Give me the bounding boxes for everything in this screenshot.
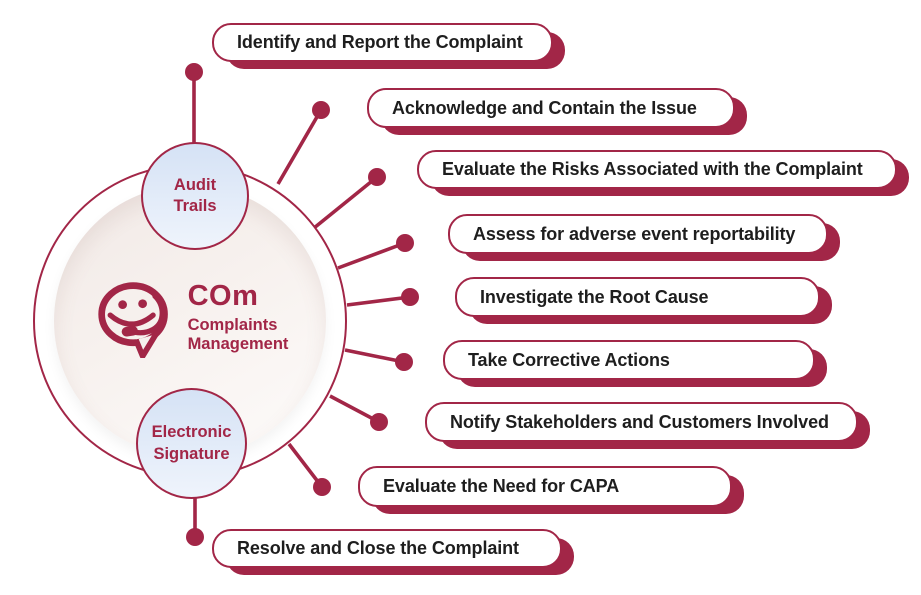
step-label: Investigate the Root Cause bbox=[480, 286, 709, 307]
connector-dot bbox=[185, 63, 203, 81]
step-pill-1: Identify and Report the Complaint bbox=[212, 23, 553, 62]
connector-line bbox=[312, 175, 379, 230]
connector-line bbox=[329, 394, 380, 424]
step-label: Acknowledge and Contain the Issue bbox=[392, 97, 697, 118]
connector-dot bbox=[186, 528, 204, 546]
center-name: Complaints Management bbox=[188, 316, 289, 355]
step-label: Evaluate the Risks Associated with the C… bbox=[442, 159, 863, 179]
connector-line bbox=[344, 348, 405, 364]
connector-dot bbox=[313, 478, 331, 496]
connector-dot bbox=[395, 353, 413, 371]
step-pill-2: Acknowledge and Contain the Issue bbox=[367, 88, 735, 128]
step-pill-8: Evaluate the Need for CAPA bbox=[358, 466, 732, 507]
connector-line bbox=[276, 109, 323, 185]
center-acronym: COm bbox=[187, 280, 259, 313]
satellite-label-line: Electronic bbox=[151, 423, 232, 442]
connector-dot bbox=[401, 288, 419, 306]
connector-dot bbox=[368, 168, 386, 186]
connector-dot bbox=[370, 413, 388, 431]
satellite-label-line: Trails bbox=[173, 197, 217, 215]
step-label: Resolve and Close the Complaint bbox=[237, 538, 519, 558]
satellite-label-line: Audit bbox=[173, 175, 217, 194]
step-label: Take Corrective Actions bbox=[468, 349, 670, 370]
step-pill-3: Evaluate the Risks Associated with the C… bbox=[417, 150, 897, 189]
chat-headset-icon bbox=[97, 282, 168, 358]
center-content: COm Complaints Management bbox=[92, 278, 289, 358]
step-label: Evaluate the Need for CAPA bbox=[383, 476, 620, 496]
satellite-label-line: Signature bbox=[153, 444, 230, 463]
step-label: Identify and Report the Complaint bbox=[237, 32, 523, 52]
step-pill-7: Notify Stakeholders and Customers Involv… bbox=[425, 402, 858, 442]
connector-line bbox=[337, 241, 406, 270]
step-pill-4: Assess for adverse event reportability bbox=[448, 214, 828, 254]
step-pill-6: Take Corrective Actions bbox=[443, 340, 815, 380]
satellite-electronic-signature: Electronic Signature bbox=[136, 388, 247, 499]
satellite-audit-trails: Audit Trails bbox=[141, 142, 249, 250]
step-pill-5: Investigate the Root Cause bbox=[455, 277, 820, 317]
connector-line bbox=[346, 295, 411, 307]
center-text: COm Complaints Management bbox=[188, 281, 289, 354]
center-name-line2: Management bbox=[187, 335, 289, 354]
step-pill-9: Resolve and Close the Complaint bbox=[212, 529, 562, 568]
center-name-line1: Complaints bbox=[187, 315, 278, 334]
connector-dot bbox=[396, 234, 414, 252]
connector-dot bbox=[312, 101, 330, 119]
step-label: Assess for adverse event reportability bbox=[473, 223, 796, 244]
step-label: Notify Stakeholders and Customers Involv… bbox=[450, 411, 829, 432]
connector-line bbox=[287, 442, 324, 489]
